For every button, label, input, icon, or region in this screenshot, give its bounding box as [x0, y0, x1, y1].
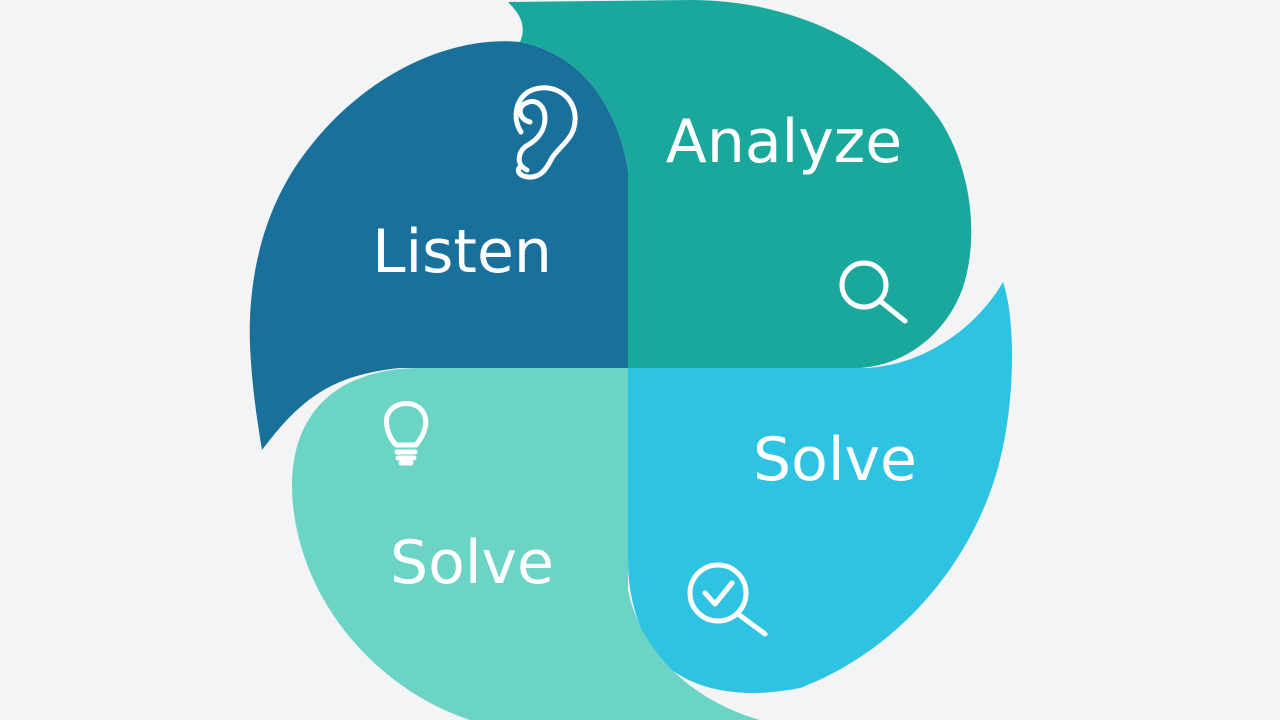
segment-label-listen: Listen [372, 217, 552, 287]
magnifier-check-icon [687, 562, 768, 637]
segment-label-solve-right: Solve [753, 425, 917, 495]
segment-label-analyze: Analyze [666, 107, 902, 177]
segment-label-solve-left: Solve [390, 528, 554, 598]
lightbulb-icon [384, 401, 429, 466]
segment-analyze-shape [508, 0, 972, 368]
ear-icon [513, 85, 578, 180]
magnifier-icon [839, 260, 908, 324]
